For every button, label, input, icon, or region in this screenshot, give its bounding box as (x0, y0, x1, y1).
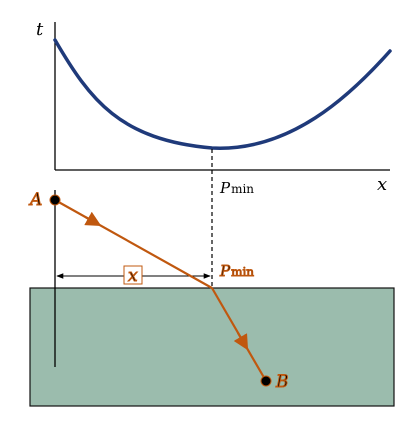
graph-pmin-sub: min (231, 182, 254, 196)
ray-diagram: x A B Pmin (28, 190, 395, 407)
interface-pmin-label: Pmin (219, 262, 254, 280)
point-b-label: B (275, 372, 289, 392)
time-graph: t x Pmin (36, 19, 392, 197)
point-a-label: A (28, 190, 42, 210)
water-region (29, 287, 395, 407)
point-b-dot (260, 375, 272, 387)
graph-pmin-p: P (219, 179, 231, 197)
graph-y-axis-label: t (36, 19, 44, 40)
ray-water-arrow (233, 332, 249, 351)
point-a-dot (49, 194, 61, 206)
travel-time-curve (53, 38, 392, 150)
graph-x-axis-label: x (377, 174, 387, 195)
ray-air-segment (54, 199, 213, 289)
interface-pmin-p: P (219, 262, 231, 280)
distance-x-label: x (128, 266, 138, 286)
graph-pmin-label: Pmin (219, 179, 254, 197)
ray-air-arrow (84, 211, 102, 227)
interface-pmin-sub: min (231, 265, 254, 279)
distance-x-label-bg (123, 265, 143, 285)
